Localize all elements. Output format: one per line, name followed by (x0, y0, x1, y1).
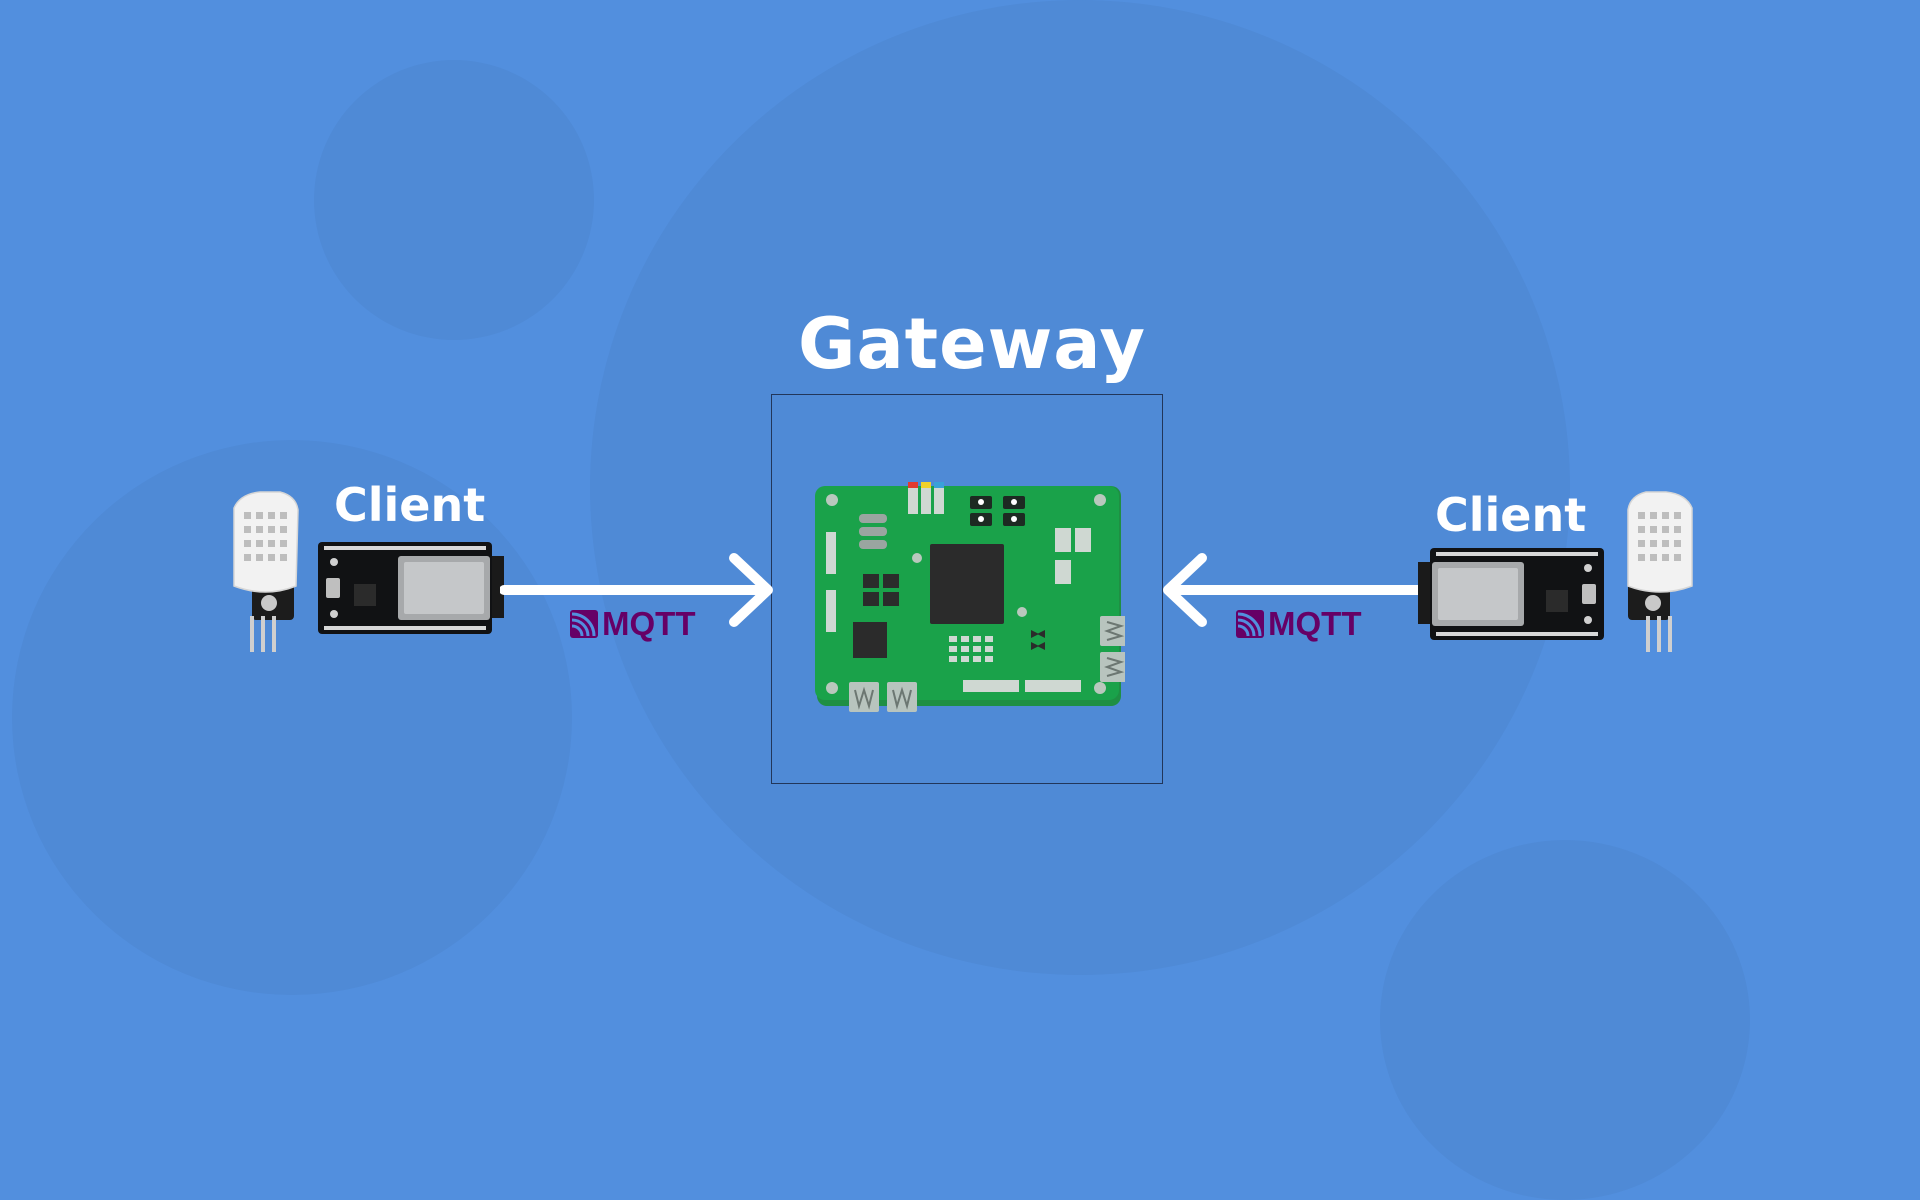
gateway-board-image (815, 482, 1125, 712)
mqtt-icon (1236, 610, 1264, 638)
mqtt-logo-left: MQTT (570, 605, 695, 643)
background-circle (1380, 840, 1750, 1200)
client-label-right: Client (1435, 488, 1587, 542)
right-arrow (1163, 553, 1436, 627)
left-esp32-board-image (318, 542, 504, 634)
mqtt-icon (570, 610, 598, 638)
right-esp32-board-image (1418, 548, 1604, 640)
left-arrow (500, 553, 773, 627)
client-label-left: Client (334, 478, 486, 532)
left-sensor-image (233, 491, 299, 652)
gateway-title: Gateway (797, 303, 1146, 385)
mqtt-label-left: MQTT (602, 605, 696, 642)
mqtt-label-right: MQTT (1268, 605, 1362, 642)
right-sensor-image (1627, 491, 1693, 652)
mqtt-logo-right: MQTT (1236, 605, 1361, 643)
background-circle (314, 60, 594, 340)
